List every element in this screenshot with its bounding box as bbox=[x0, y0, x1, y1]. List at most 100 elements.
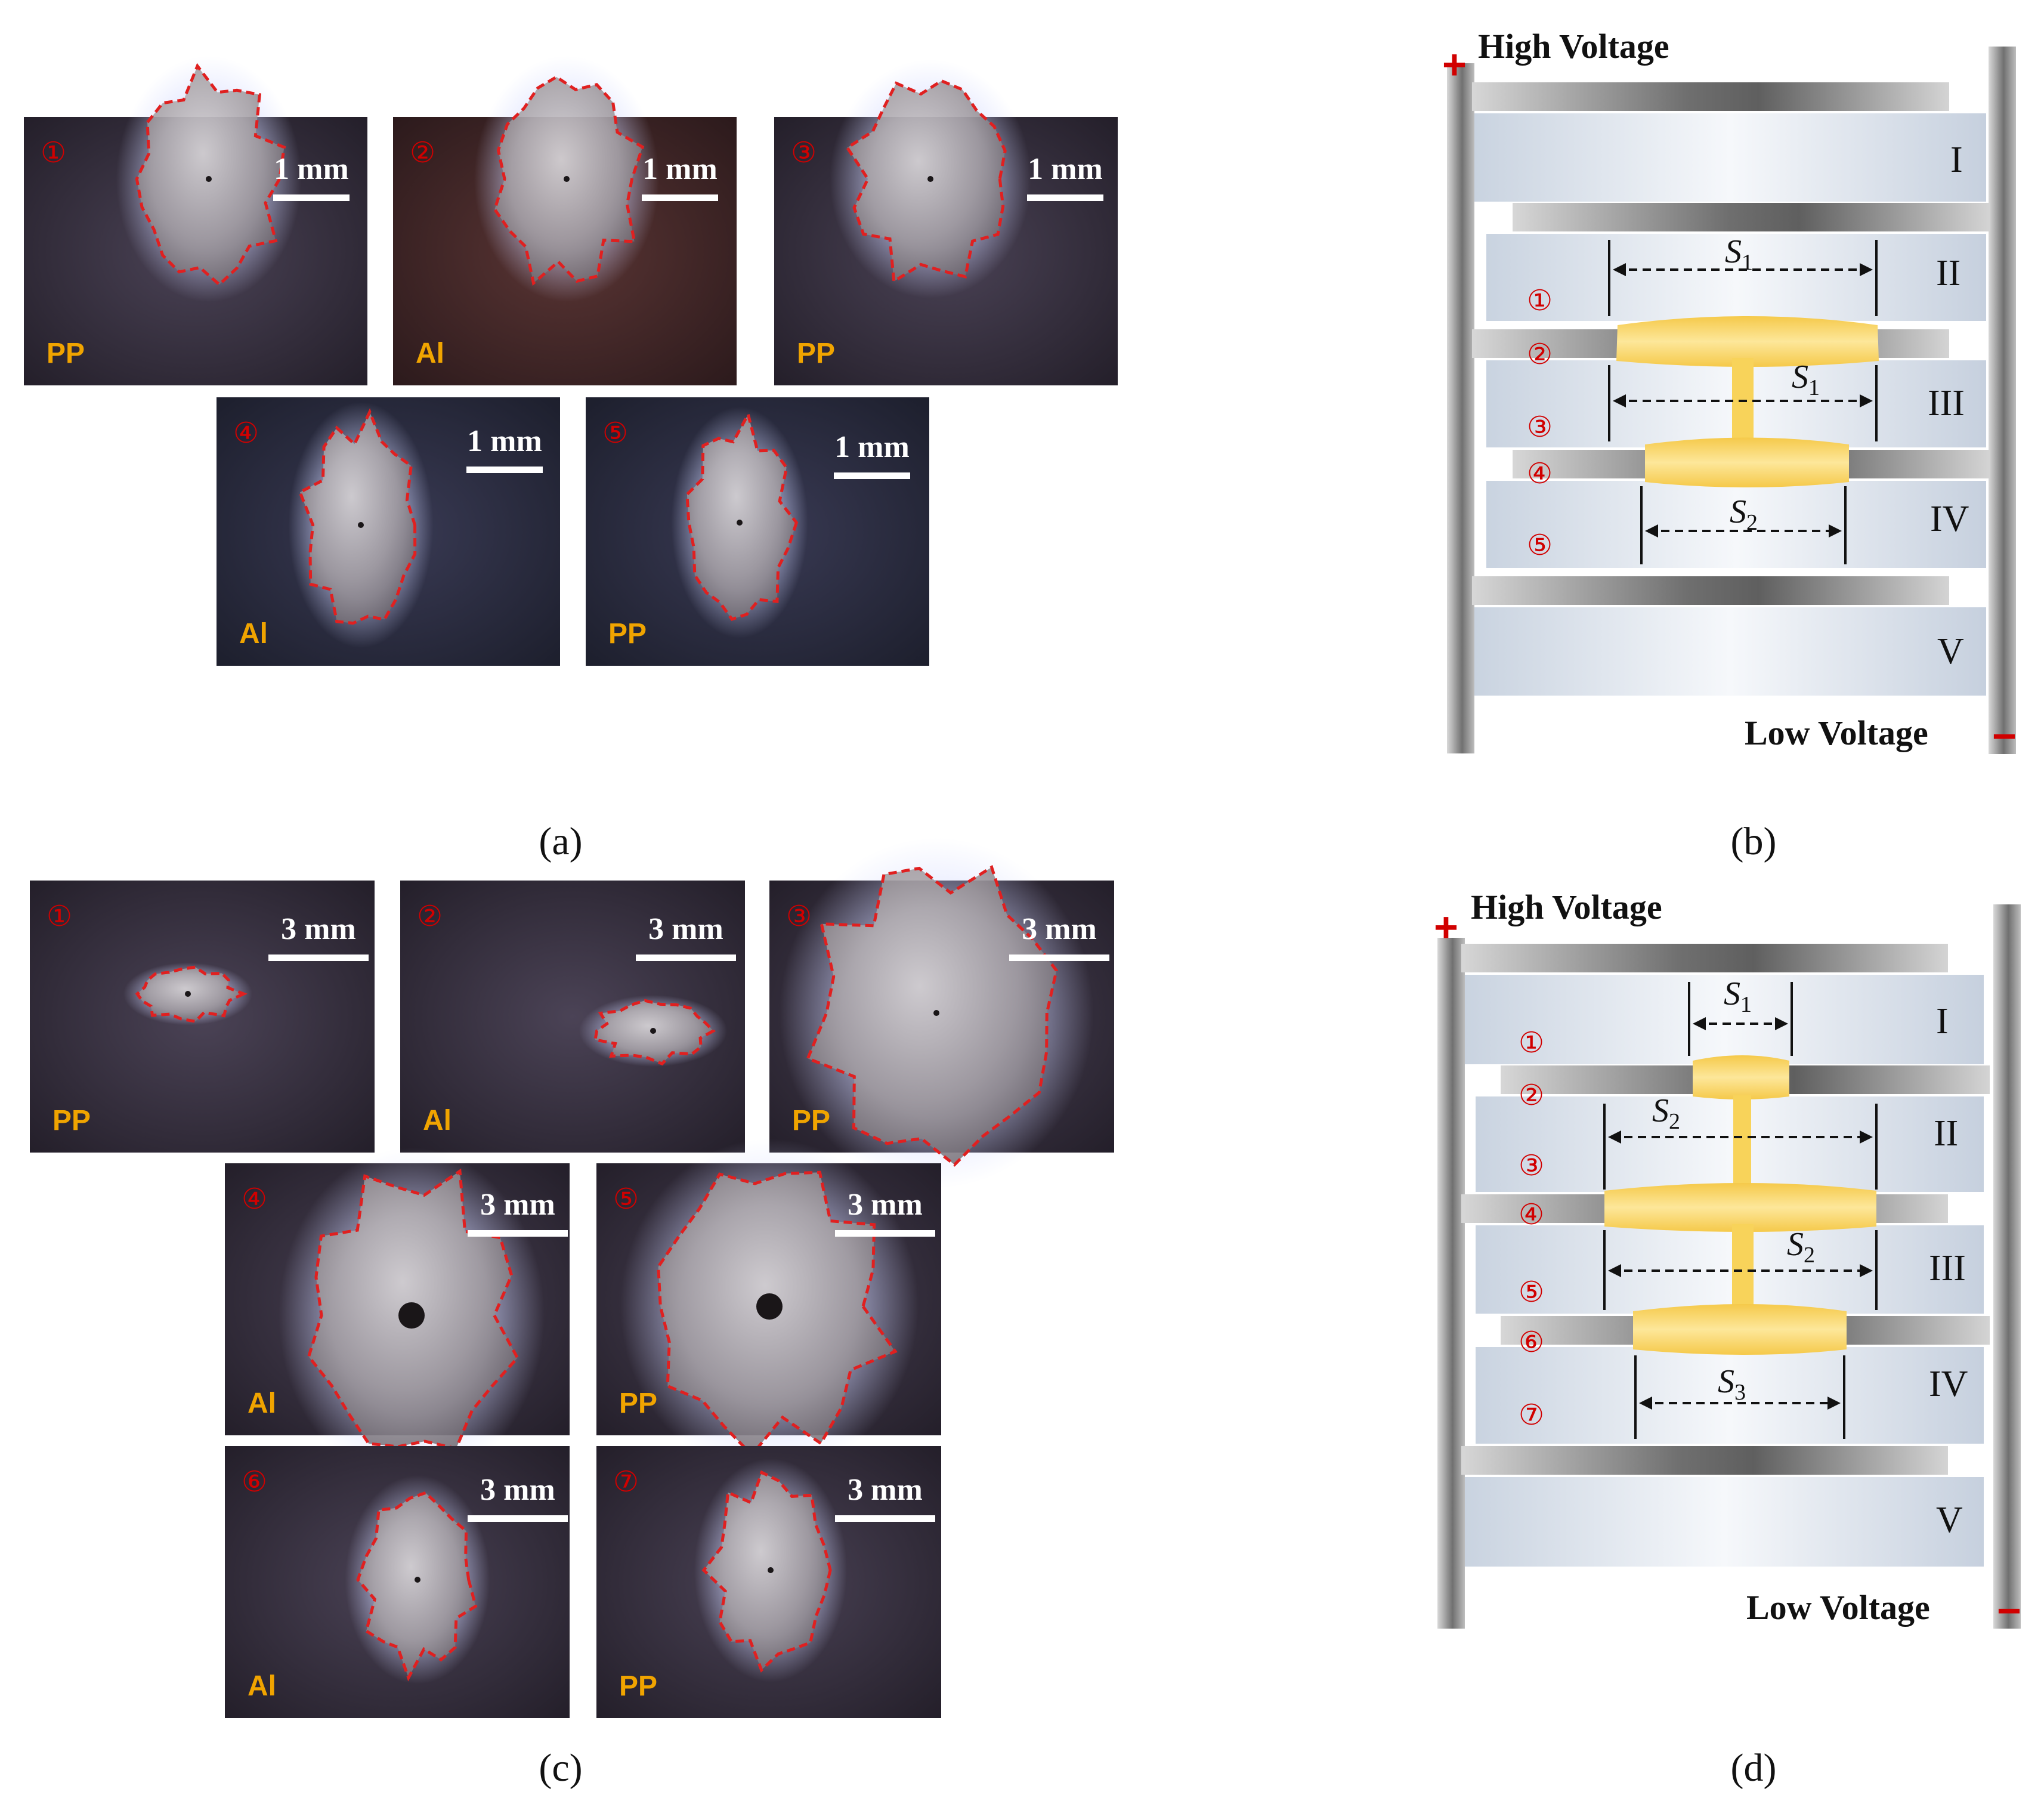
material-label: PP bbox=[792, 1105, 830, 1136]
damage-outline bbox=[685, 410, 799, 621]
material-label: Al bbox=[239, 618, 268, 650]
material-label: PP bbox=[619, 1670, 657, 1702]
foil-1 bbox=[1472, 82, 1949, 111]
damage-spot bbox=[137, 66, 285, 285]
film-d-layer-I bbox=[1465, 975, 1984, 1064]
material-label: PP bbox=[47, 338, 85, 369]
position-num-4: ④ bbox=[1527, 457, 1553, 490]
high-voltage-electrode-post-d bbox=[1437, 938, 1465, 1629]
breakdown-hole bbox=[185, 991, 191, 997]
scale-bar bbox=[835, 1230, 935, 1237]
scale-bar bbox=[466, 467, 543, 473]
material-label: PP bbox=[797, 338, 835, 369]
scale-bar bbox=[642, 194, 718, 201]
scale-bar-label: 3 mm bbox=[648, 912, 723, 946]
breakdown-hole bbox=[768, 1567, 774, 1573]
damage-outline bbox=[298, 408, 417, 625]
breakdown-hole bbox=[650, 1028, 656, 1034]
damage-outline bbox=[307, 1168, 519, 1451]
damage-spot bbox=[300, 412, 415, 623]
damage-outline bbox=[701, 1470, 832, 1673]
scale-bar bbox=[636, 954, 736, 961]
scale-bar bbox=[468, 1515, 568, 1522]
film-layer-II bbox=[1486, 234, 1986, 321]
scale-bar-label: 3 mm bbox=[480, 1188, 555, 1222]
discharge-channel-1 bbox=[1732, 358, 1754, 447]
scale-bar bbox=[1027, 194, 1103, 201]
position-d-num-4: ④ bbox=[1519, 1198, 1544, 1231]
plus-sign-d: + bbox=[1434, 904, 1458, 950]
scale-bar-label: 1 mm bbox=[467, 424, 542, 458]
film-layer-V bbox=[1474, 607, 1986, 696]
breakdown-hole bbox=[756, 1293, 783, 1320]
position-d-num-5: ⑤ bbox=[1519, 1275, 1544, 1309]
breakdown-hole bbox=[398, 1302, 425, 1329]
film-d-layer-IV bbox=[1476, 1347, 1984, 1444]
micrograph-number: ⑤ bbox=[602, 416, 628, 450]
scale-bar bbox=[1009, 954, 1109, 961]
dim-label-3: S2 bbox=[1730, 493, 1758, 535]
damage-outline bbox=[135, 63, 286, 287]
discharge-d-region-1 bbox=[1693, 1055, 1789, 1099]
scale-bar-label: 3 mm bbox=[848, 1188, 923, 1222]
material-label: PP bbox=[619, 1388, 657, 1419]
damage-outline bbox=[593, 999, 716, 1066]
damage-outline bbox=[356, 1491, 478, 1682]
dim-label-2: S1 bbox=[1792, 359, 1820, 400]
micrograph-number: ⑦ bbox=[613, 1465, 639, 1499]
film-d-layer-V bbox=[1465, 1477, 1984, 1567]
minus-sign-d: − bbox=[1997, 1587, 2021, 1634]
scale-bar-label: 3 mm bbox=[480, 1473, 555, 1507]
micrograph-number: ③ bbox=[791, 136, 817, 169]
dim-d-label-1: S1 bbox=[1724, 975, 1752, 1017]
panel-b-label: (b) bbox=[1731, 820, 1777, 863]
low-voltage-label-d: Low Voltage bbox=[1746, 1588, 1930, 1627]
discharge-d-channel-1 bbox=[1733, 1095, 1751, 1191]
scale-bar bbox=[268, 954, 369, 961]
layer-d-label-II: II bbox=[1934, 1113, 1958, 1154]
breakdown-hole bbox=[415, 1577, 420, 1583]
low-voltage-label: Low Voltage bbox=[1745, 713, 1928, 752]
material-label: Al bbox=[248, 1670, 276, 1702]
high-voltage-label-d: High Voltage bbox=[1471, 888, 1662, 926]
damage-spot bbox=[847, 81, 1006, 282]
breakdown-hole bbox=[927, 176, 933, 182]
layer-label-II: II bbox=[1936, 253, 1960, 294]
damage-outline bbox=[135, 965, 248, 1023]
material-label: Al bbox=[416, 338, 444, 369]
high-voltage-electrode-post bbox=[1447, 63, 1474, 753]
dimension-arrowheads bbox=[1613, 263, 1873, 538]
film-layer-I bbox=[1474, 113, 1986, 202]
dimension-lines bbox=[1608, 240, 1878, 564]
breakdown-hole bbox=[933, 1010, 939, 1016]
layer-label-I: I bbox=[1950, 140, 1963, 180]
material-label: Al bbox=[423, 1105, 452, 1136]
layer-label-III: III bbox=[1928, 383, 1965, 424]
position-num-2: ② bbox=[1527, 338, 1553, 371]
minus-sign: − bbox=[1992, 713, 2017, 759]
position-d-num-3: ③ bbox=[1519, 1149, 1544, 1182]
damage-spot bbox=[703, 1472, 831, 1670]
panel-d-label: (d) bbox=[1731, 1746, 1777, 1790]
scale-bar bbox=[468, 1230, 568, 1237]
scale-bar-label: 3 mm bbox=[281, 912, 356, 946]
dimension-lines-d bbox=[1603, 982, 1878, 1439]
damage-spot bbox=[808, 867, 1057, 1165]
micrograph-number: ① bbox=[47, 900, 72, 933]
discharge-d-channel-2 bbox=[1732, 1224, 1754, 1314]
damage-outline bbox=[493, 75, 645, 286]
foil-d-1 bbox=[1461, 944, 1948, 972]
discharge-d-region-3 bbox=[1633, 1304, 1847, 1355]
dimension-arrowheads-d bbox=[1608, 1017, 1873, 1410]
